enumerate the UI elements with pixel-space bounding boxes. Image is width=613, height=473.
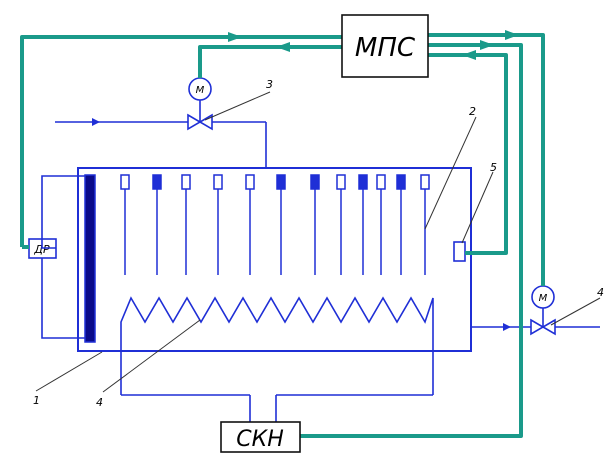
electrode-array (120, 174, 430, 275)
heating-panel (84, 174, 96, 343)
electrode (376, 174, 386, 275)
electrode (213, 174, 223, 275)
callout-4-right: 4 (597, 286, 604, 299)
electrode (120, 174, 130, 275)
skn-label: СКН (236, 427, 284, 452)
callout-2: 2 (469, 105, 476, 118)
dr-loop-lower (41, 258, 85, 339)
callout-5: 5 (490, 161, 497, 174)
electrode (358, 174, 368, 275)
dr-loop (41, 175, 85, 249)
electrode (276, 174, 286, 275)
callout-3: 3 (266, 78, 273, 91)
electrode (396, 174, 406, 275)
callout-leaders (35, 91, 601, 393)
electrode (152, 174, 162, 275)
valve-icon (187, 100, 213, 131)
electrode (181, 174, 191, 275)
electrode (420, 174, 430, 275)
mps-label: МПС (355, 33, 416, 63)
valve-icon (530, 308, 556, 336)
motor-1-label: М (196, 85, 205, 96)
arrow-icon (92, 118, 100, 126)
electrode (310, 174, 320, 275)
callout-4-left: 4 (96, 396, 103, 409)
electrode (245, 174, 255, 275)
callout-1: 1 (33, 394, 40, 407)
mps-block (341, 14, 429, 78)
skn-block (220, 421, 301, 453)
arrow-icon (503, 323, 511, 331)
electrode (336, 174, 346, 275)
dr-label: ДР (33, 243, 50, 256)
heater-coil (120, 296, 434, 422)
signal-arrows (228, 30, 519, 60)
motor-2-label: М (539, 293, 548, 304)
chamber-body (77, 167, 472, 352)
sensor-5 (453, 241, 466, 262)
